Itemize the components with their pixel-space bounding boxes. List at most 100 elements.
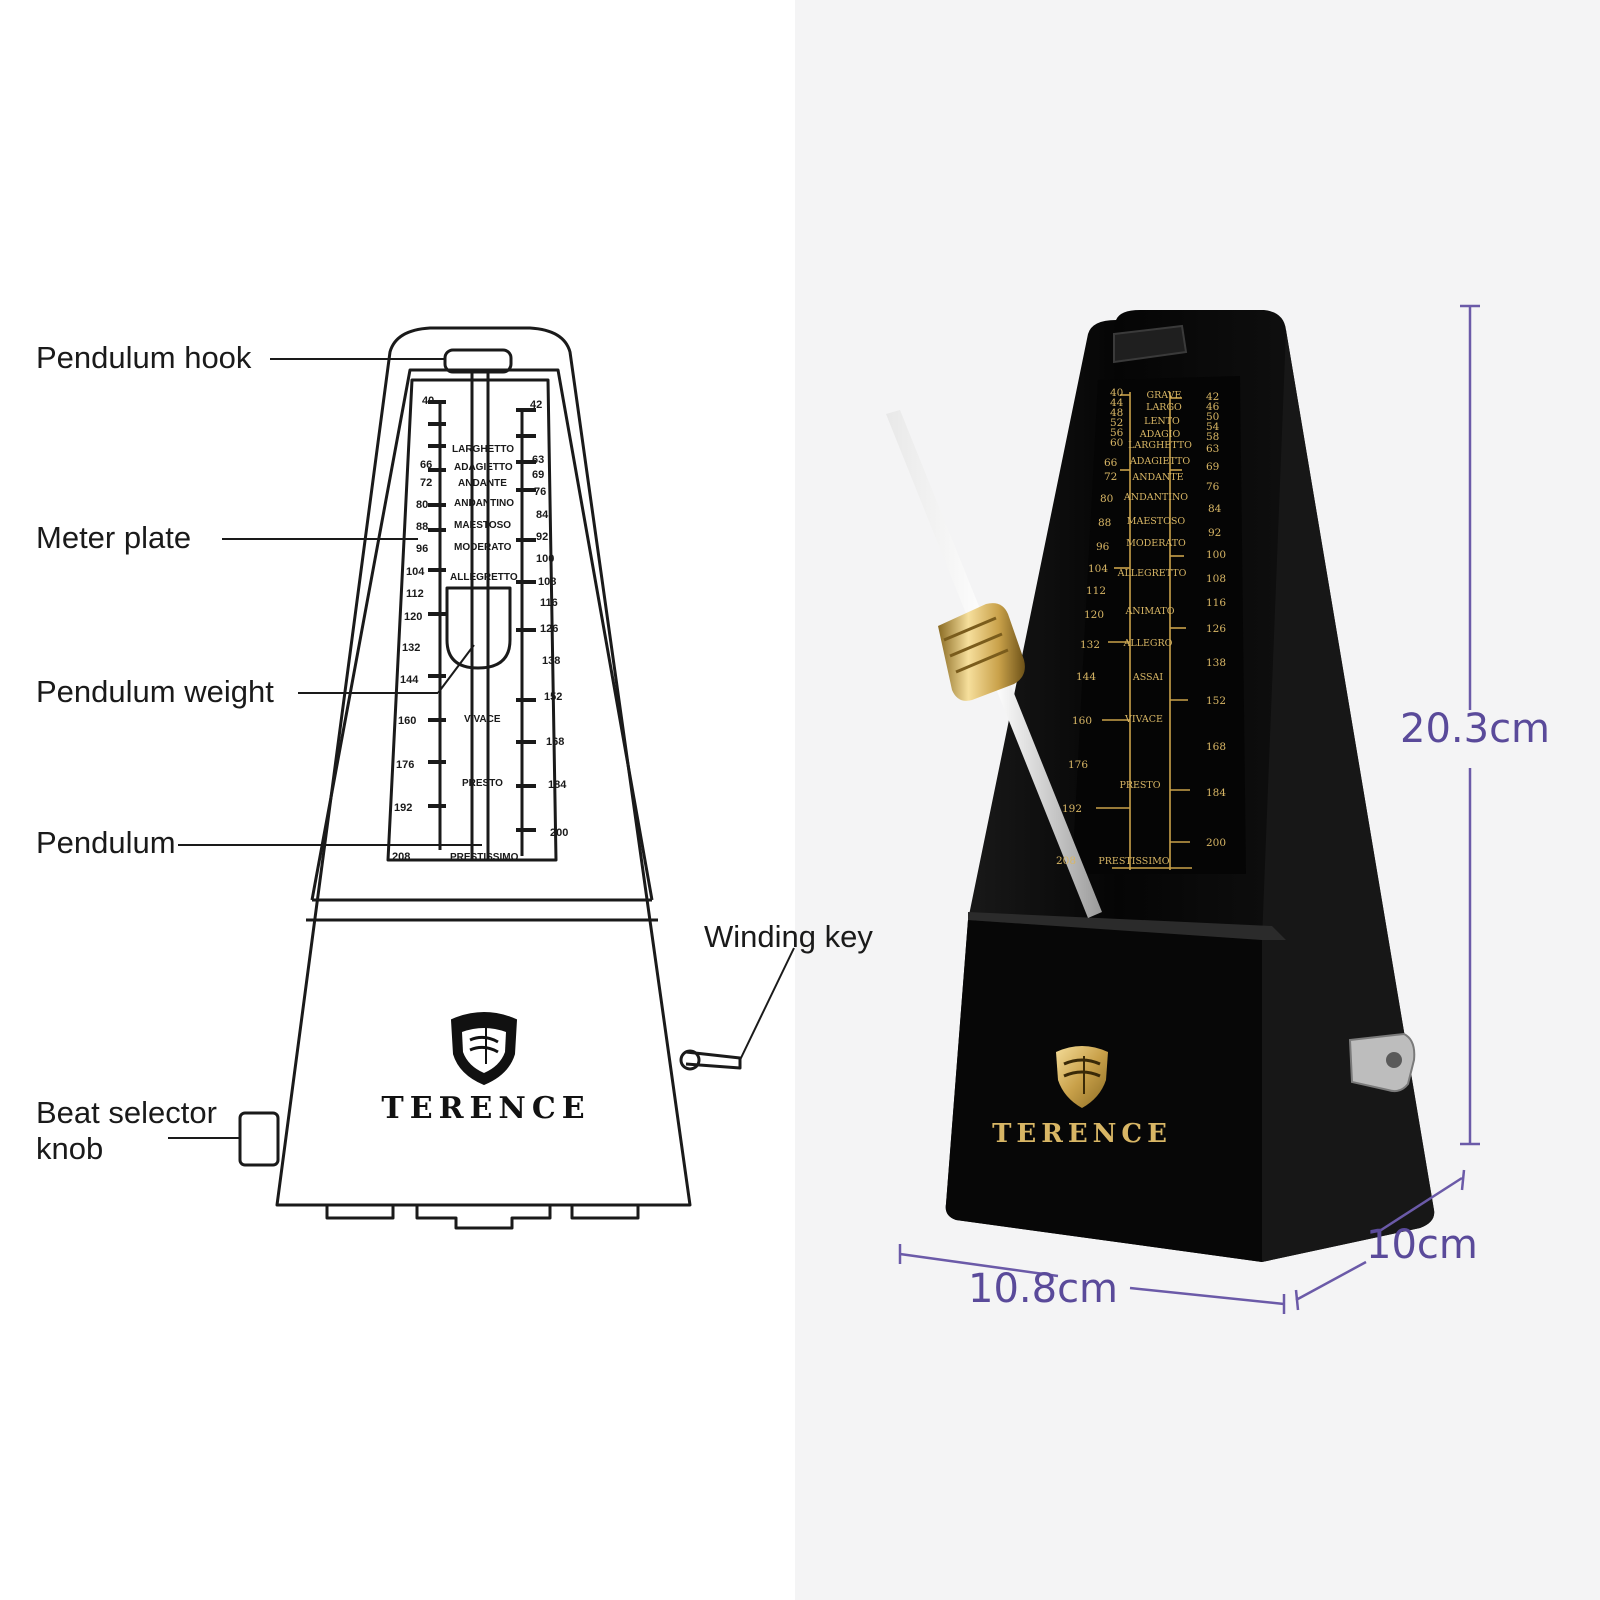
line-art-scale-right-number: 126: [540, 623, 558, 635]
line-art-tempo-term: PRESTISSIMO: [450, 852, 519, 863]
dimension-width-label: 10.8cm: [968, 1266, 1119, 1312]
gold-tempo-term: ALLEGRETTO: [1117, 568, 1187, 579]
gold-scale-left-number: 208: [1056, 855, 1076, 867]
gold-scale-left-number: 112: [1086, 585, 1106, 597]
line-art-scale-numbers: 40 66 72 80 88 96 104 112 120 132 144 16…: [392, 395, 568, 863]
gold-scale-right-number: 126: [1206, 623, 1226, 635]
gold-tempo-term: ALLEGRO: [1123, 638, 1173, 649]
line-art-scale-right-number: 84: [536, 509, 549, 521]
gold-scale-numbers: 40 44 48 52 56 60 66 72 80 88 96 104 112…: [1056, 387, 1226, 867]
callout-beat-selector-line2: knob: [36, 1131, 104, 1166]
pendulum-weight-gold: [938, 603, 1025, 701]
line-art-scale-right-number: 116: [540, 597, 558, 609]
dimension-height-label: 20.3cm: [1400, 706, 1551, 752]
gold-scale-left-number: 40: [1110, 387, 1123, 399]
gold-tempo-terms: GRAVE LARGO LENTO ADAGIO LARGHETTO ADAGI…: [1098, 390, 1192, 867]
line-art-scale-right-number: 200: [550, 827, 568, 839]
gold-scale-left-number: 66: [1104, 457, 1118, 469]
gold-scale-left-number: 56: [1110, 427, 1124, 439]
diagram-panel: [0, 0, 795, 1600]
line-art-scale-left-number: 208: [392, 851, 410, 863]
gold-scale-right-number: 84: [1208, 503, 1222, 515]
gold-shield-logo-icon: [1056, 1046, 1108, 1108]
gold-scale-left-number: 80: [1100, 493, 1113, 505]
gold-tempo-term: ANIMATO: [1124, 606, 1174, 617]
gold-scale-left-number: 104: [1088, 563, 1108, 575]
gold-scale-left-number: 88: [1098, 517, 1111, 529]
winding-key-silver: [1348, 1032, 1416, 1093]
callout-pendulum-weight: Pendulum weight: [36, 674, 274, 709]
line-art-scale-left-number: 176: [396, 759, 414, 771]
gold-tempo-term: ADAGIO: [1139, 429, 1181, 440]
gold-scale-right-number: 168: [1206, 741, 1226, 753]
line-art-scale-right-number: 76: [534, 486, 546, 498]
line-art-scale-left-number: 120: [404, 611, 422, 623]
line-art-scale-right-number: 138: [542, 655, 560, 667]
line-art-tempo-term: ANDANTE: [458, 478, 507, 489]
gold-scale-right-number: 42: [1206, 391, 1219, 403]
gold-tempo-term: LENTO: [1144, 416, 1180, 427]
line-art-scale-right-number: 92: [536, 531, 548, 543]
gold-scale-right-number: 200: [1206, 837, 1226, 849]
callout-pendulum: Pendulum: [36, 825, 176, 860]
gold-scale-right-number: 116: [1206, 597, 1226, 609]
gold-scale-left-number: 96: [1096, 541, 1110, 553]
line-art-scale-left-number: 88: [416, 521, 428, 533]
gold-scale-right-number: 138: [1206, 657, 1226, 669]
gold-tempo-term: PRESTISSIMO: [1098, 856, 1169, 867]
gold-scale-right-number: 58: [1206, 431, 1219, 443]
gold-scale-right-number: 63: [1206, 443, 1219, 455]
gold-scale-right-number: 108: [1206, 573, 1226, 585]
callout-beat-selector-line1: Beat selector: [36, 1095, 217, 1130]
callout-leader-lines: [168, 358, 795, 1139]
line-art-tempo-term: VIVACE: [464, 714, 501, 725]
gold-scale-left-number: 132: [1080, 639, 1100, 651]
gold-tempo-term: LARGO: [1146, 402, 1182, 413]
gold-scale-right-number: 46: [1206, 401, 1220, 413]
dimension-depth-label: 10cm: [1366, 1222, 1478, 1268]
gold-scale-left-number: 44: [1110, 397, 1124, 409]
gold-tempo-term: ADAGIETTO: [1129, 456, 1190, 467]
gold-tempo-term: GRAVE: [1147, 390, 1182, 401]
line-art-scale-left-number: 104: [406, 566, 425, 578]
gold-scale-right-number: 54: [1206, 421, 1220, 433]
gold-tempo-term: VIVACE: [1124, 714, 1163, 725]
callout-pendulum-hook: Pendulum hook: [36, 340, 252, 375]
brand-wordmark-gold: TERENCE: [992, 1119, 1172, 1149]
line-art-tempo-term: PRESTO: [462, 778, 503, 789]
line-art-scale-left-number: 112: [406, 588, 424, 600]
gold-tempo-term: ANDANTE: [1131, 472, 1183, 483]
gold-scale-left-number: 52: [1110, 417, 1123, 429]
line-art-scale-left-number: 40: [422, 395, 434, 407]
dimension-lines: [898, 304, 1480, 1314]
gold-scale-left-number: 120: [1084, 609, 1104, 621]
gold-scale-left-number: 60: [1110, 437, 1123, 449]
line-art-tempo-term: MODERATO: [454, 542, 512, 553]
gold-scale-ticks: [1096, 392, 1192, 870]
line-art-scale-right-number: 69: [532, 469, 544, 481]
line-art-scale-left-number: 192: [394, 802, 412, 814]
line-art-scale-ticks: [428, 400, 536, 856]
callout-winding-key: Winding key: [704, 919, 873, 954]
gold-scale-right-number: 69: [1206, 461, 1219, 473]
line-art-scale-left-number: 160: [398, 715, 416, 727]
gold-scale-left-number: 48: [1110, 407, 1123, 419]
gold-scale-right-number: 50: [1206, 411, 1219, 423]
gold-tempo-term: LARGHETTO: [1128, 440, 1192, 451]
gold-scale-right-number: 92: [1208, 527, 1221, 539]
gold-scale-left-number: 160: [1072, 715, 1092, 727]
line-art-scale-left-number: 144: [400, 674, 419, 686]
line-art-scale-right-number: 100: [536, 553, 554, 565]
line-art-tempo-term: MAESTOSO: [454, 520, 511, 531]
line-art-tempo-term: ANDANTINO: [454, 498, 514, 509]
callout-meter-plate: Meter plate: [36, 520, 192, 555]
line-art-scale-left-number: 132: [402, 642, 420, 654]
line-art-tempo-term: LARGHETTO: [452, 444, 514, 455]
line-art-scale-left-number: 66: [420, 459, 432, 471]
gold-scale-right-number: 152: [1206, 695, 1226, 707]
gold-tempo-term: ASSAI: [1132, 672, 1164, 683]
gold-scale-right-number: 184: [1206, 787, 1226, 799]
line-art-tempo-term: ADAGIETTO: [454, 462, 513, 473]
line-art-scale-left-number: 80: [416, 499, 428, 511]
